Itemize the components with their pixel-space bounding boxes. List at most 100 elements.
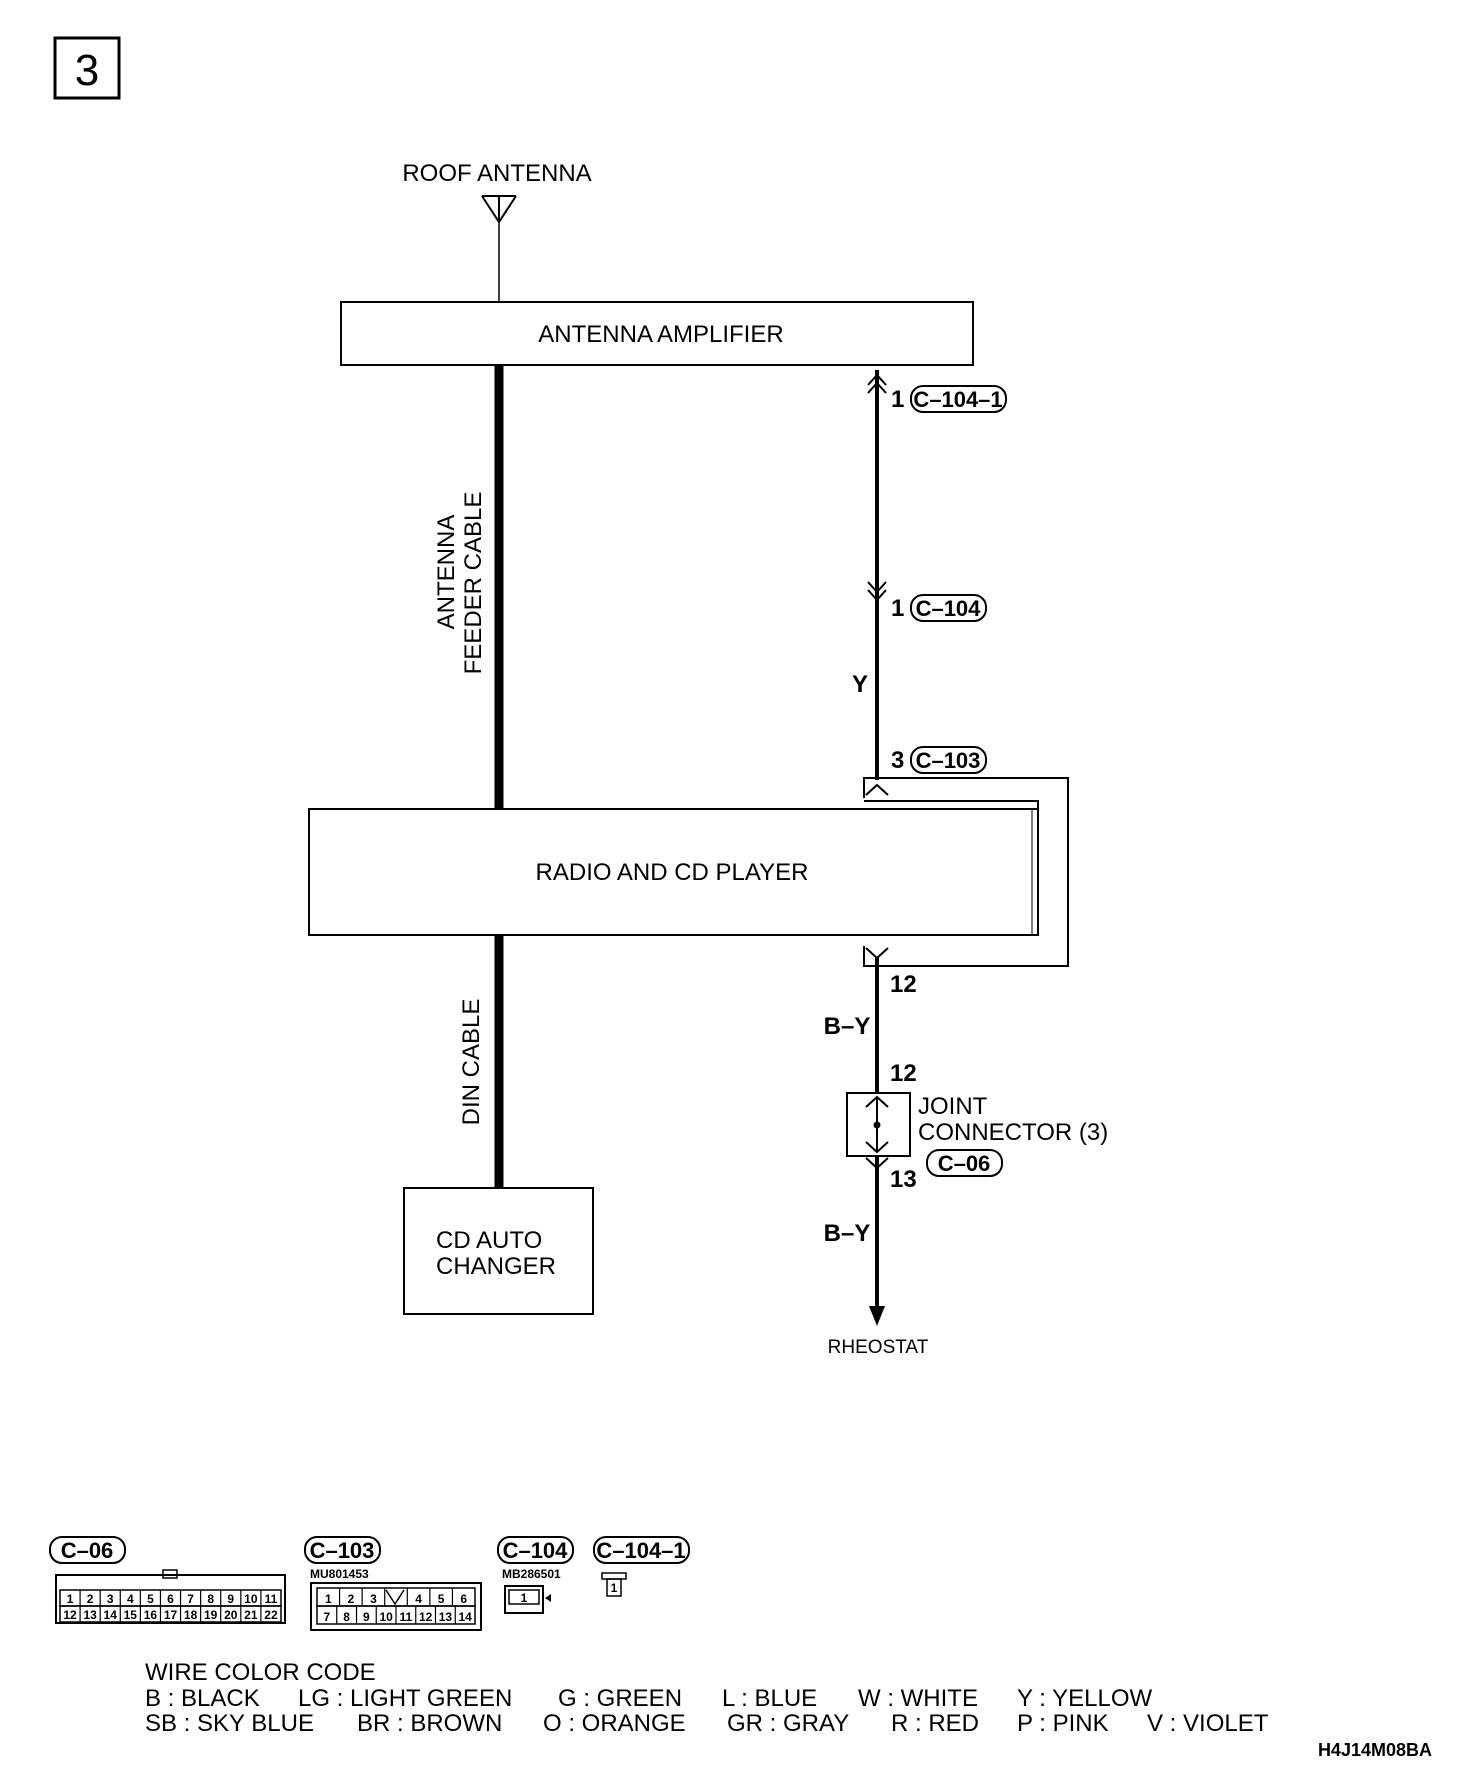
legend-c06-row1-pin: 11 bbox=[265, 1592, 278, 1606]
legend-c103-part: MU801453 bbox=[310, 1567, 369, 1581]
cd-auto-changer-label-1: CD AUTO bbox=[436, 1227, 542, 1254]
legend-c103-row2-pin: 7 bbox=[324, 1610, 331, 1624]
pin-c104: 1 bbox=[891, 595, 904, 622]
legend-c104-1-pin: 1 bbox=[611, 1581, 618, 1595]
wire-color-code-entry: BR : BROWN bbox=[357, 1710, 502, 1737]
legend-c104-connector: 1 bbox=[504, 1585, 551, 1614]
radio-cd-player-label: RADIO AND CD PLAYER bbox=[536, 859, 809, 886]
tag-c104: C–104 bbox=[916, 596, 982, 621]
legend-c06-row2-pin: 15 bbox=[124, 1608, 138, 1622]
antenna-feeder-label-2: FEEDER CABLE bbox=[460, 492, 487, 675]
legend-c103-tag: C–103 bbox=[310, 1538, 375, 1563]
wire-color-b-y-upper: B–Y bbox=[824, 1013, 871, 1040]
legend-c104-1-pill bbox=[593, 1536, 690, 1564]
joint-connector-label-2: CONNECTOR (3) bbox=[918, 1119, 1108, 1146]
legend-c103-row2-pin: 11 bbox=[400, 1610, 413, 1624]
antenna-icon bbox=[481, 195, 517, 224]
din-cable-label: DIN CABLE bbox=[458, 999, 485, 1126]
legend-c103-row1-pin: 4 bbox=[415, 1592, 422, 1606]
wire-color-code-entry: GR : GRAY bbox=[727, 1710, 849, 1737]
connector-c104-symbol bbox=[867, 581, 887, 602]
wire-color-code-entry: O : ORANGE bbox=[543, 1710, 686, 1737]
legend-c104-pin: 1 bbox=[521, 1591, 528, 1605]
tag-c06-pill bbox=[926, 1149, 1003, 1177]
antenna-amplifier-box bbox=[340, 301, 974, 366]
connector-c104-1-symbol bbox=[867, 373, 887, 394]
wire-color-code-entry: SB : SKY BLUE bbox=[145, 1710, 314, 1737]
joint-connector-dot bbox=[873, 1121, 881, 1129]
cd-auto-changer-label-2: CHANGER bbox=[436, 1253, 556, 1280]
wire-color-code-line-1: B : BLACK LG : LIGHT GREEN G : GREEN L : BL… bbox=[145, 1685, 1153, 1712]
arrow-down-icon bbox=[869, 1306, 885, 1326]
legend-c06-row1-pin: 6 bbox=[167, 1592, 174, 1606]
legend-c06-tag: C–06 bbox=[61, 1538, 114, 1563]
page-number: 3 bbox=[75, 46, 99, 95]
wire-color-code-entry: L : BLUE bbox=[722, 1685, 817, 1712]
legend-c06-row2-pin: 17 bbox=[164, 1608, 178, 1622]
tag-c104-pill bbox=[910, 594, 987, 622]
legend-c06-row2-pin: 20 bbox=[224, 1608, 238, 1622]
legend-c06-row2-pin: 12 bbox=[63, 1608, 77, 1622]
legend-c104-tag: C–104 bbox=[503, 1538, 569, 1563]
antenna-amplifier-label: ANTENNA AMPLIFIER bbox=[538, 321, 783, 348]
tag-c103-pill bbox=[910, 746, 987, 774]
radio-connector-pins bbox=[865, 783, 889, 960]
legend-c103-row2-pin: 14 bbox=[458, 1610, 472, 1624]
legend-c104-1-connector: 1 bbox=[601, 1572, 627, 1597]
radio-cd-player-inner bbox=[308, 808, 1033, 936]
legend-c06-pill bbox=[49, 1536, 126, 1564]
wire-color-code-entry: R : RED bbox=[891, 1710, 979, 1737]
wire-color-code-entry: Y : YELLOW bbox=[1017, 1685, 1153, 1712]
legend-c103-row2-pin: 9 bbox=[363, 1610, 370, 1624]
legend-c06-row1-pin: 1 bbox=[67, 1592, 74, 1606]
wire-color-code-entry: P : PINK bbox=[1017, 1710, 1109, 1737]
wire-color-code-entry: B : BLACK bbox=[145, 1685, 260, 1712]
wire-color-code-entry: W : WHITE bbox=[858, 1685, 978, 1712]
legend-c06-row2-pin: 19 bbox=[204, 1608, 218, 1622]
legend-c06-row1-pin: 9 bbox=[227, 1592, 234, 1606]
legend-c103-row2-pin: 8 bbox=[343, 1610, 350, 1624]
legend-c103-row1-pin: 1 bbox=[325, 1592, 332, 1606]
wire-color-y: Y bbox=[852, 671, 868, 698]
legend-c103-row2-pin: 12 bbox=[419, 1610, 433, 1624]
rheostat-label: RHEOSTAT bbox=[828, 1337, 929, 1358]
legend-c06-row1-pin: 10 bbox=[244, 1592, 258, 1606]
antenna-feeder-label-1: ANTENNA bbox=[433, 515, 460, 630]
legend-c06-row1-pin: 8 bbox=[207, 1592, 214, 1606]
figure-code: H4J14M08BA bbox=[1318, 1740, 1432, 1760]
pin-joint-in: 12 bbox=[890, 1060, 917, 1087]
pin-c104-1: 1 bbox=[891, 386, 904, 413]
legend-c104-pill bbox=[497, 1536, 574, 1564]
legend-c06-row1-pin: 2 bbox=[87, 1592, 94, 1606]
legend-c104-part: MB286501 bbox=[502, 1567, 561, 1581]
page-number-box bbox=[53, 36, 121, 100]
roof-antenna-label: ROOF ANTENNA bbox=[402, 160, 591, 187]
legend-c06-row2-pin: 14 bbox=[104, 1608, 118, 1622]
cd-auto-changer-box bbox=[403, 1187, 594, 1315]
wire-color-code-entry: G : GREEN bbox=[558, 1685, 682, 1712]
wire-color-code-line-2: SB : SKY BLUE BR : BROWN O : ORANGE GR : GR… bbox=[145, 1710, 1269, 1737]
legend-c103-row1-pin: 3 bbox=[370, 1592, 377, 1606]
wire-color-code-entry: LG : LIGHT GREEN bbox=[298, 1685, 512, 1712]
legend-c06-row1-pin: 5 bbox=[147, 1592, 154, 1606]
pin-radio-out: 12 bbox=[890, 971, 917, 998]
wire-color-code-title: WIRE COLOR CODE bbox=[145, 1659, 376, 1686]
tag-c104-1: C–104–1 bbox=[913, 387, 1002, 412]
legend-c103-row2-pin: 13 bbox=[439, 1610, 453, 1624]
pin-joint-out: 13 bbox=[890, 1166, 917, 1193]
legend-c06-row2-pin: 18 bbox=[184, 1608, 198, 1622]
legend-c103-row1-pin: 5 bbox=[438, 1592, 445, 1606]
wire-color-b-y-lower: B–Y bbox=[824, 1220, 871, 1247]
joint-connector-label-1: JOINT bbox=[918, 1093, 988, 1120]
legend-c06-row2-pin: 13 bbox=[83, 1608, 97, 1622]
legend-c103-row1-pin: 2 bbox=[348, 1592, 355, 1606]
legend-c103-row1-pin: 6 bbox=[460, 1592, 467, 1606]
legend-c103-pill bbox=[304, 1536, 381, 1564]
pin-c103: 3 bbox=[891, 747, 904, 774]
legend-c06-row1-pin: 7 bbox=[187, 1592, 194, 1606]
wire-color-code-entry: V : VIOLET bbox=[1147, 1710, 1269, 1737]
legend-c06-row2-pin: 16 bbox=[144, 1608, 158, 1622]
